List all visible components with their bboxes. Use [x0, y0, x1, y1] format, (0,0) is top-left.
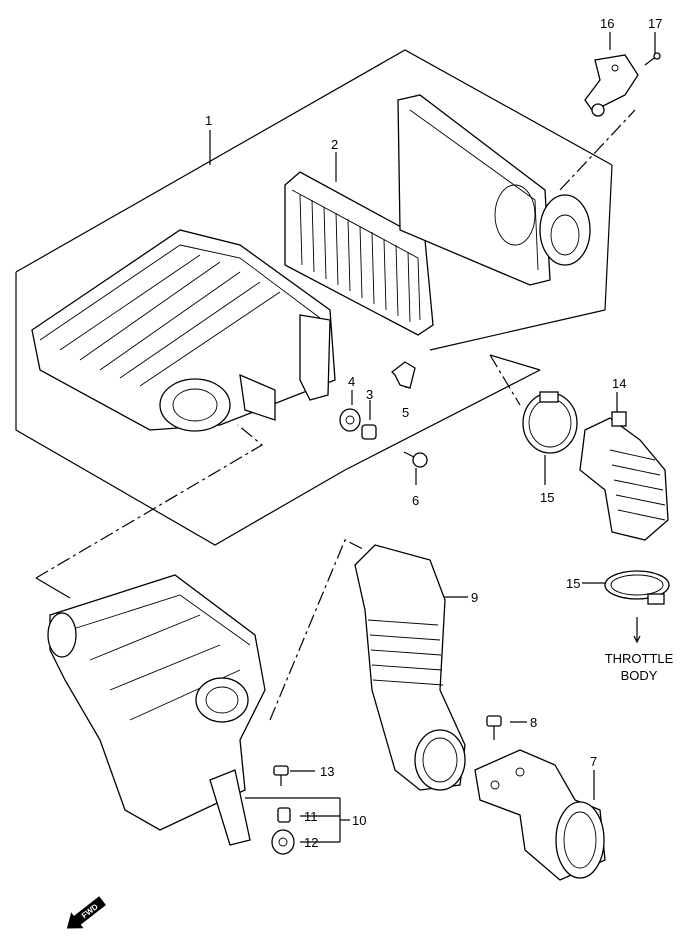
- callout-5: 5: [402, 405, 409, 420]
- air-filter-element: [284, 171, 434, 336]
- grommet-3: [361, 424, 377, 440]
- sensor-screw: [644, 52, 661, 66]
- leader-lines: [35, 32, 656, 800]
- callout-6: 6: [412, 493, 419, 508]
- callout-4: 4: [348, 374, 355, 389]
- callout-labels: 1 2 3 4 5 6 7 8 9 10 11 12 13 14 15 15 1…: [205, 16, 662, 850]
- air-cleaner-cap: [397, 94, 591, 286]
- callout-15-lower: 15: [566, 576, 580, 591]
- callout-15-upper: 15: [540, 490, 554, 505]
- fwd-arrow-icon: FWD: [66, 896, 106, 929]
- callout-10: 10: [352, 813, 366, 828]
- throttle-note-line2: BODY: [621, 668, 658, 683]
- outlet-hose: [579, 411, 669, 541]
- callout-2: 2: [331, 137, 338, 152]
- bolt-8: [486, 715, 502, 740]
- throttle-body-note: THROTTLE BODY: [605, 651, 674, 683]
- callout-3: 3: [366, 387, 373, 402]
- inlet-duct: [354, 544, 466, 791]
- callout-14: 14: [612, 376, 626, 391]
- callout-7: 7: [590, 754, 597, 769]
- air-inlet-7: [474, 749, 606, 881]
- hose-clamp-lower: [604, 570, 670, 605]
- callout-16: 16: [600, 16, 614, 31]
- throttle-note-line1: THROTTLE: [605, 651, 674, 666]
- hose-clamp-upper: [522, 391, 578, 454]
- grommet-12: [271, 829, 295, 855]
- callout-9: 9: [471, 590, 478, 605]
- callout-12: 12: [304, 835, 318, 850]
- intake-air-temp-sensor: [584, 54, 639, 117]
- callout-8: 8: [530, 715, 537, 730]
- assembly-outline-1: [15, 49, 613, 546]
- clamp-5: [391, 361, 416, 389]
- bolt-6: [403, 451, 428, 468]
- bolt-13: [273, 765, 315, 786]
- bracket-10: [209, 769, 350, 846]
- collar-11: [277, 807, 291, 823]
- grommet-4: [339, 408, 361, 432]
- callout-13: 13: [320, 764, 334, 779]
- callout-11: 11: [304, 809, 318, 824]
- callout-1: 1: [205, 113, 212, 128]
- air-cleaner-case: [31, 229, 336, 432]
- callout-17: 17: [648, 16, 662, 31]
- resonator-body: [47, 574, 266, 831]
